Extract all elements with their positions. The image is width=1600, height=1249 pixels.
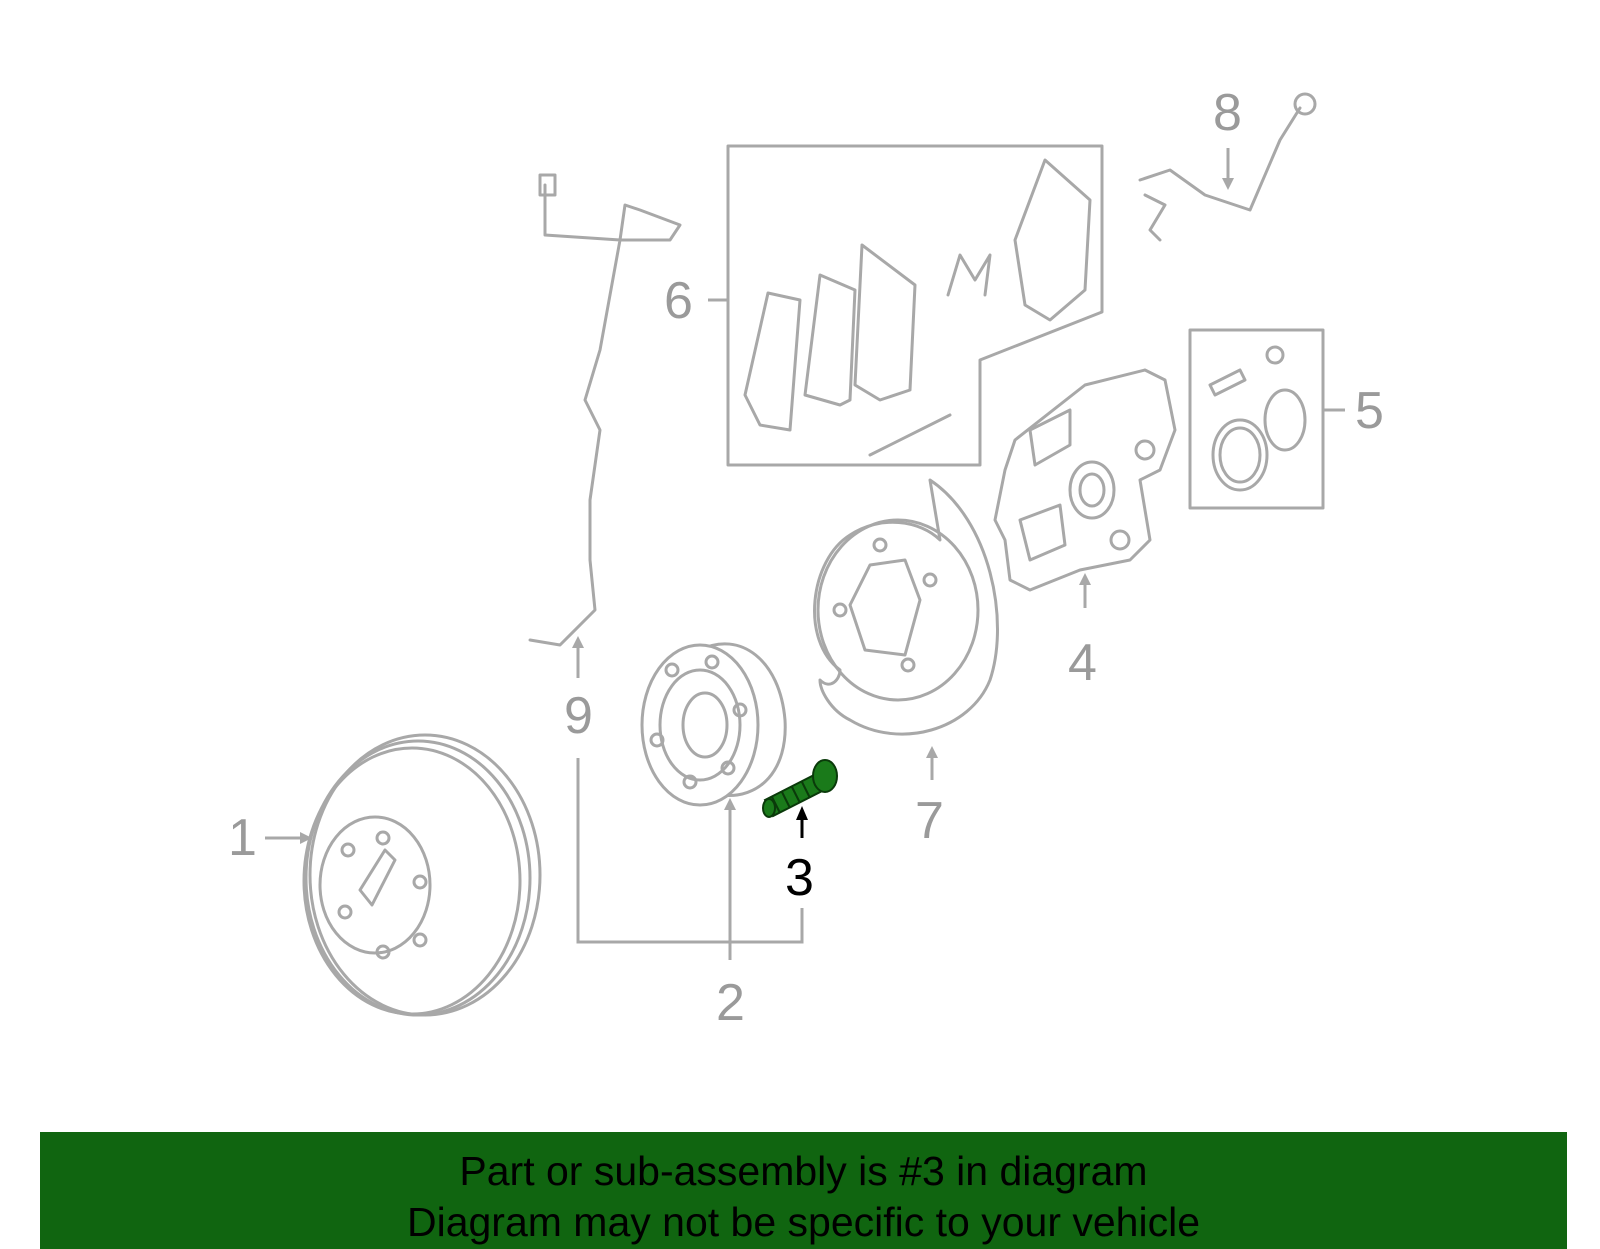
callout-4[interactable]: 4 (1068, 634, 1097, 692)
part-7-splash-shield[interactable] (813, 478, 999, 736)
callout-8[interactable]: 8 (1213, 84, 1242, 142)
callout-7[interactable]: 7 (915, 792, 944, 850)
part-6-pad-kit[interactable] (726, 144, 1104, 467)
arrowhead-9 (572, 636, 584, 648)
arrowhead-8 (1222, 178, 1234, 190)
part-9-abs-sensor[interactable] (528, 173, 682, 647)
callout-5[interactable]: 5 (1355, 382, 1384, 440)
callout-3[interactable]: 3 (785, 849, 814, 907)
arrowhead-4 (1079, 573, 1091, 585)
banner-line-disclaimer: Diagram may not be specific to your vehi… (406, 1199, 1200, 1245)
part-3-bolt[interactable] (762, 759, 838, 818)
callout-6[interactable]: 6 (664, 272, 693, 330)
part-2-wheel-hub[interactable] (640, 642, 787, 807)
bracket-9-3 (576, 758, 804, 944)
arrowhead-3 (796, 806, 808, 820)
callout-2[interactable]: 2 (716, 974, 745, 1032)
info-banner: Part or sub-assembly is #3 in diagram Di… (40, 1132, 1567, 1249)
callout-1[interactable]: 1 (228, 809, 257, 867)
callout-9[interactable]: 9 (564, 687, 593, 745)
part-1-brake-rotor[interactable] (302, 733, 542, 1017)
banner-line-part: Part or sub-assembly is #3 in diagram (459, 1148, 1148, 1194)
arrowhead-1 (300, 832, 312, 844)
arrowhead-2 (724, 798, 736, 810)
parts-diagram: 1 2 3 4 5 6 7 8 9 (228, 84, 1384, 1032)
leader-lines (265, 148, 1345, 960)
part-5-seal-kit[interactable] (1188, 328, 1325, 510)
part-4-brake-caliper[interactable] (993, 368, 1177, 592)
arrowhead-7 (926, 746, 938, 758)
part-8-brake-hose[interactable] (1138, 92, 1317, 242)
